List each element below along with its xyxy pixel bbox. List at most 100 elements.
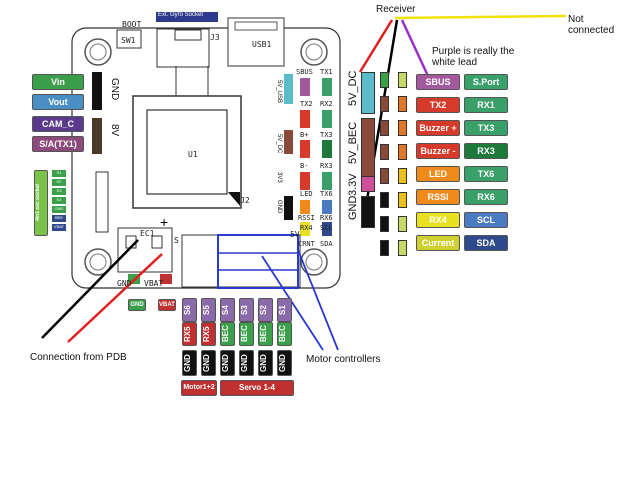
mounting-hole-br xyxy=(300,248,328,276)
row2-labels: RX5 RX5 BEC BEC BEC BEC xyxy=(182,322,292,346)
motor-controllers-annotation: Motor controllers xyxy=(306,354,381,365)
pad xyxy=(398,72,407,88)
rcb-scl: SCL xyxy=(464,212,508,228)
gnd-bottom-label: GND xyxy=(117,279,132,288)
rca-led: LED xyxy=(416,166,460,182)
u1-label: U1 xyxy=(188,150,198,159)
5v-dc-bar xyxy=(284,130,293,154)
pad xyxy=(398,216,407,232)
mounting-hole-bl xyxy=(84,248,112,276)
red-wire-pdb xyxy=(67,253,163,343)
pad xyxy=(380,120,389,136)
rcb-rx3: RX3 xyxy=(464,143,508,159)
pad xyxy=(380,72,389,88)
esc-pin: S3 xyxy=(52,188,66,195)
motor-pin-grid xyxy=(181,234,301,288)
bottom-vbat-tag: VBAT xyxy=(158,299,176,311)
s-label: S2 xyxy=(258,298,273,322)
rcb-tx3: TX3 xyxy=(464,120,508,136)
s-label: S1 xyxy=(277,298,292,322)
esc-socket-label: 4in1 esc socket xyxy=(34,170,48,236)
rca-rx4: RX4 xyxy=(416,212,460,228)
row2-label: BEC xyxy=(277,322,292,346)
plus-mark: + xyxy=(160,214,169,230)
red-wire-receiver xyxy=(358,19,394,73)
pad xyxy=(380,96,389,112)
pin-rx6: RX6 xyxy=(320,214,333,222)
s-mark: S xyxy=(174,236,179,245)
sw1-switch xyxy=(116,29,142,49)
rv-5v-bec: 5V_BEC xyxy=(347,121,359,164)
rca-sbus: SBUS xyxy=(416,74,460,90)
pad xyxy=(380,168,389,184)
pad xyxy=(398,240,407,256)
usb1-label: USB1 xyxy=(252,40,272,49)
s-label-row: S6 S5 S4 S3 S2 S1 xyxy=(182,298,292,322)
pin-crnt: CRNT xyxy=(298,240,315,248)
gnd-row: GND GND GND GND GND GND xyxy=(182,350,292,376)
ext-gyro-label: Ext. Gyro Socket xyxy=(158,12,204,18)
pin-bminus: B- xyxy=(300,162,309,170)
pin-tx3: TX3 xyxy=(320,131,333,139)
black-wire-pdb xyxy=(41,239,139,339)
left-header-8v: 8V xyxy=(109,124,120,137)
rs-square-pads xyxy=(380,72,389,264)
esc-pin: S2 xyxy=(52,179,66,186)
header-8v xyxy=(92,118,102,154)
volt-gnd: GND xyxy=(276,200,282,214)
ext-gyro-socket-label-bg xyxy=(156,12,218,22)
boot-label: BOOT xyxy=(122,20,142,29)
rs-3v3-dot xyxy=(361,176,375,192)
purple-wire-receiver xyxy=(400,19,430,77)
pin-sda: SDA xyxy=(320,240,333,248)
pad xyxy=(380,240,389,256)
not-connected-annotation: Not connected xyxy=(568,14,615,36)
rcb-sda: SDA xyxy=(464,235,508,251)
label-sa-tx1: S/A(TX1) xyxy=(32,136,84,152)
pad xyxy=(398,192,407,208)
sw1-label: SW1 xyxy=(121,36,136,45)
pad xyxy=(398,120,407,136)
j3-label: J3 xyxy=(210,33,220,42)
rca-buzzer-plus: Buzzer + xyxy=(416,120,460,136)
esc-pin: VBAT xyxy=(52,224,66,231)
s-label: S5 xyxy=(201,298,216,322)
pin-scl: SCL xyxy=(320,224,333,232)
j2-label: J2 xyxy=(240,196,250,205)
rca-buzzer-minus: Buzzer - xyxy=(416,143,460,159)
servo-label: Servo 1-4 xyxy=(220,380,294,396)
esc-pin: S4 xyxy=(52,197,66,204)
s-label: S6 xyxy=(182,298,197,322)
rv-5v-dc: 5V_DC xyxy=(347,70,359,106)
row2-label: BEC xyxy=(239,322,254,346)
rcb-rx1: RX1 xyxy=(464,97,508,113)
s-label: S3 xyxy=(239,298,254,322)
mounting-hole-tl xyxy=(84,38,112,66)
pin-rx3: RX3 xyxy=(320,162,333,170)
row2-label: RX5 xyxy=(182,322,197,346)
5v-usb-bar xyxy=(284,74,293,104)
vbat-pad xyxy=(160,274,172,284)
pad xyxy=(398,96,407,112)
rcb-sport: S.Port xyxy=(464,74,508,90)
volt-3v3: 3V3 xyxy=(276,172,282,183)
pin-rx4: RX4 xyxy=(300,224,313,232)
motor-label: Motor1+2 xyxy=(181,380,217,396)
bottom-gnd-tag: GND xyxy=(128,299,146,311)
gnd-label: GND xyxy=(201,350,216,376)
gnd-label: GND xyxy=(239,350,254,376)
esc-pin: GND xyxy=(52,206,66,213)
pin-bplus: B+ xyxy=(300,131,309,139)
right-header-col2 xyxy=(322,78,332,236)
esc-pin: BEE xyxy=(52,215,66,222)
purple-note-annotation: Purple is really the white lead xyxy=(432,46,515,68)
pad xyxy=(398,168,407,184)
esc-socket-pins: S1 S2 S3 S4 GND BEE VBAT xyxy=(52,170,66,233)
rs-5v-bec-bar xyxy=(361,118,375,184)
row2-label: RX5 xyxy=(201,322,216,346)
vbat-bottom-label: VBAT xyxy=(144,279,164,288)
pdb-annotation: Connection from PDB xyxy=(30,352,127,363)
pad xyxy=(380,216,389,232)
pad xyxy=(398,144,407,160)
